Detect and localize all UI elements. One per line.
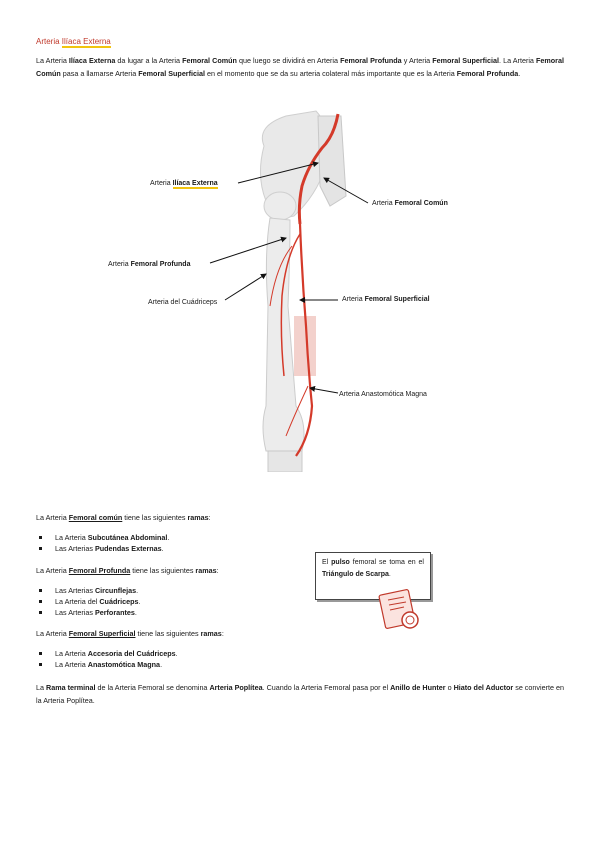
list-item: La Arteria Accesoria del Cuádriceps.: [36, 648, 178, 659]
quadriceps-artery: [269, 245, 293, 307]
list-profunda: Las Arterias Circunflejas. La Arteria de…: [36, 585, 141, 618]
list-superficial: La Arteria Accesoria del Cuádriceps. La …: [36, 648, 178, 670]
section-heading-profunda: La Arteria Femoral Profunda tiene las si…: [36, 566, 219, 575]
label-femoral-profunda: Arteria Femoral Profunda: [108, 261, 191, 268]
femoral-artery: [295, 223, 314, 457]
list-item: Las Arterias Pudendas Externas.: [36, 543, 169, 554]
label-anastomotica-magna: Arteria Anastomótica Magna: [339, 391, 427, 398]
list-item: La Arteria del Cuádriceps.: [36, 596, 141, 607]
page-title: Arteria Ilíaca Externa: [36, 37, 111, 48]
section-heading-superficial: La Arteria Femoral Superficial tiene las…: [36, 629, 224, 638]
pulse-note-box: El pulso femoral se toma en el Triángulo…: [315, 552, 431, 600]
closing-paragraph: La Rama terminal de la Arteria Femoral s…: [36, 683, 564, 705]
intro-paragraph: La Arteria Ilíaca Externa da lugar a la …: [36, 56, 564, 78]
label-femoral-superficial: Arteria Femoral Superficial: [342, 296, 430, 303]
list-item: Las Arterias Circunflejas.: [36, 585, 141, 596]
list-item: La Arteria Anastomótica Magna.: [36, 659, 178, 670]
anastomotic-artery: [285, 385, 309, 437]
tibia-bone: [267, 450, 303, 472]
femur-artery-illustration: [246, 106, 376, 472]
label-cuadriceps: Arteria del Cuádriceps: [148, 299, 218, 306]
list-item: La Arteria Subcutánea Abdominal.: [36, 532, 169, 543]
list-comun: La Arteria Subcutánea Abdominal. Las Art…: [36, 532, 169, 554]
deep-femoral-artery: [280, 233, 301, 377]
label-iliaca-externa: Arteria Ilíaca Externa: [150, 180, 218, 189]
section-heading-comun: La Arteria Femoral común tiene las sigui…: [36, 513, 211, 522]
certificate-stamp-icon: [378, 589, 419, 629]
label-femoral-comun: Arteria Femoral Común: [372, 200, 448, 207]
list-item: Las Arterias Perforantes.: [36, 607, 141, 618]
